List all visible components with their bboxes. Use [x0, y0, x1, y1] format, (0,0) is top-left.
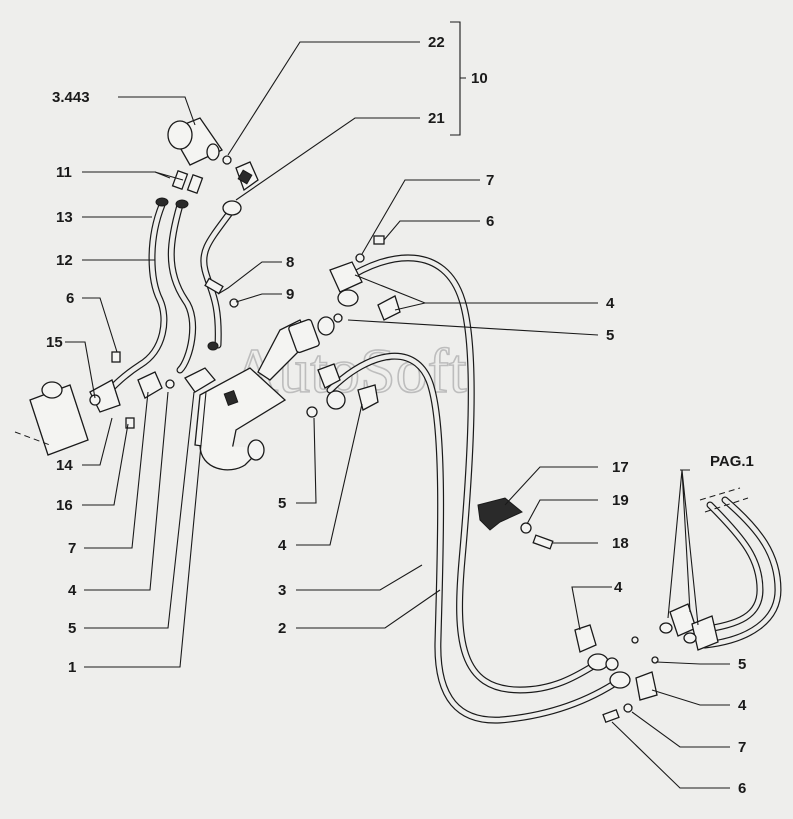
callout-5-lower: 5: [738, 656, 746, 673]
callout-7-upper: 7: [486, 172, 494, 189]
pipe-pag1-dash: [699, 487, 749, 513]
callout-3: 3: [278, 582, 286, 599]
hose-2-inner: [327, 353, 623, 723]
callout-6-left: 6: [66, 290, 74, 307]
flanges-pag1: [659, 603, 719, 651]
callout-7-left: 7: [68, 540, 76, 557]
callout-9: 9: [286, 286, 294, 303]
callout-4-lower: 4: [614, 579, 623, 596]
block-1: [194, 316, 335, 471]
pipe-pag1-b-inner: [702, 497, 781, 648]
callout-4-upper: 4: [606, 295, 615, 312]
callout-4-left: 4: [68, 582, 77, 599]
callout-12: 12: [56, 252, 73, 269]
fittings-upper-right: [329, 235, 401, 323]
callout-4-bottom: 4: [738, 697, 747, 714]
callout-21: 21: [428, 110, 445, 127]
bracket-17: [477, 497, 554, 550]
callout-6-upper: 6: [486, 213, 494, 230]
pipe-21-inner: [201, 207, 235, 348]
hose-2: [326, 352, 624, 724]
fittings-top: [222, 155, 259, 216]
callout-8: 8: [286, 254, 294, 271]
callout-19: 19: [612, 492, 629, 509]
hose-3: [341, 254, 604, 694]
cylinder-15: [14, 379, 121, 456]
callout-2: 2: [278, 620, 286, 637]
callout-15: 15: [46, 334, 63, 351]
callout-3443: 3.443: [52, 89, 90, 106]
callout-pag1: PAG.1: [710, 453, 754, 470]
clamps-left: [111, 277, 239, 429]
callout-16: 16: [56, 497, 73, 514]
callout-22: 22: [428, 34, 445, 51]
callout-5-middle: 5: [278, 495, 286, 512]
leader-lines: [65, 21, 730, 789]
fittings-lower-right: [574, 624, 659, 723]
callout-17: 17: [612, 459, 629, 476]
callout-10: 10: [471, 70, 488, 87]
callout-18: 18: [612, 535, 629, 552]
callout-4-middle: 4: [278, 537, 287, 554]
fittings-11: [155, 169, 204, 209]
pipe-pag1-a-inner: [697, 502, 763, 633]
callout-labels: 22 10 21 3.443 11 13 12 6 15 14 16 7 4 5…: [46, 34, 754, 797]
hose-13-inner: [97, 202, 167, 403]
callout-1: 1: [68, 659, 76, 676]
callout-14: 14: [56, 457, 73, 474]
hose-3-inner: [342, 255, 603, 693]
fittings-middle: [306, 363, 379, 418]
cylinder-3443: [167, 117, 223, 166]
callout-5-upper: 5: [606, 327, 614, 344]
callout-11: 11: [56, 164, 72, 181]
component-group: [14, 117, 719, 723]
callout-5-left: 5: [68, 620, 76, 637]
callout-7-bottom: 7: [738, 739, 746, 756]
callout-13: 13: [56, 209, 73, 226]
callout-6-bottom: 6: [738, 780, 746, 797]
hose-group: [96, 201, 782, 724]
hose-12-inner: [169, 202, 195, 373]
